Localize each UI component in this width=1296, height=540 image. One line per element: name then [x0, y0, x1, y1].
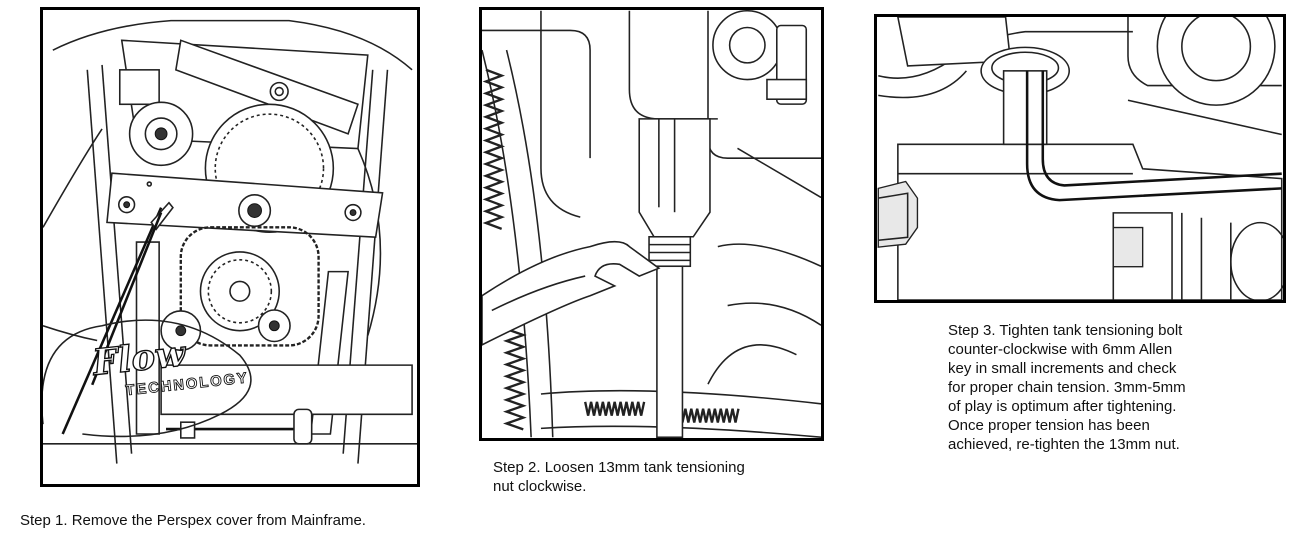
step-3-caption: Step 3. Tighten tank tensioning bolt cou…: [948, 322, 1186, 453]
tank-tensioning-nut-drawing: [482, 10, 821, 438]
step-2-caption: Step 2. Loosen 13mm tank tensioning nut …: [493, 459, 745, 495]
step-1-illustration: Flow TECHNOLOGY: [40, 7, 420, 487]
6mm-allen-key: [1025, 70, 1282, 202]
mainframe-drawing: Flow TECHNOLOGY: [43, 19, 417, 464]
tank-tensioning-bolt-drawing: [877, 17, 1283, 300]
step-1-caption: Step 1. Remove the Perspex cover from Ma…: [20, 512, 366, 529]
step-3-illustration: [874, 14, 1286, 303]
13mm-nut: [648, 235, 692, 268]
wrench: [482, 240, 661, 346]
step-2-illustration: [479, 7, 824, 441]
